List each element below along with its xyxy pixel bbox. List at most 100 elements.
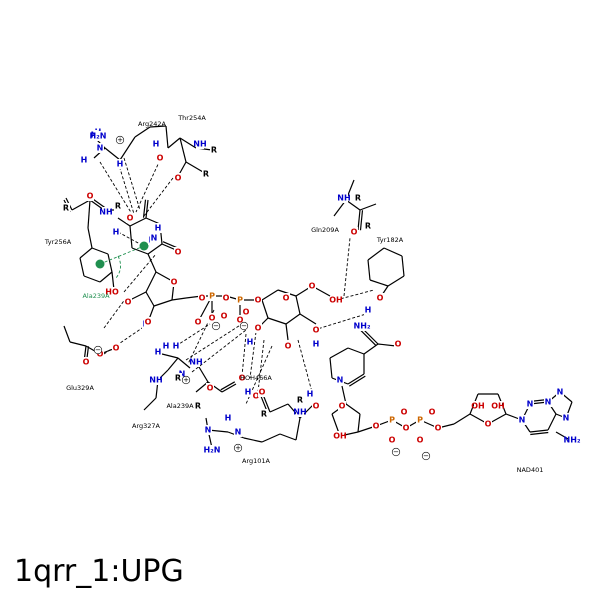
charge-minus: − — [95, 346, 101, 354]
charge-plus: + — [183, 376, 189, 384]
atom-o: O — [199, 294, 206, 303]
atom-p: P — [237, 296, 243, 305]
atom-nh2: NH₂ — [564, 436, 581, 445]
atom-n: N — [519, 416, 526, 425]
atom-r: R — [195, 402, 201, 411]
atom-h: H — [245, 388, 252, 397]
atom-h: H — [155, 224, 162, 233]
atom-o: O — [283, 294, 290, 303]
atom-nh: NH — [337, 194, 350, 203]
atom-n: N — [527, 400, 534, 409]
atom-h: H — [155, 348, 162, 357]
hydrogen-bonds — [99, 157, 375, 405]
atom-o: O — [175, 248, 182, 257]
atom-nh: NH — [149, 376, 162, 385]
atom-h: H — [153, 140, 160, 149]
atom-nh2: H₂N — [204, 446, 221, 455]
atom-o: O — [485, 420, 492, 429]
atom-nh2: H₂N — [90, 132, 107, 141]
atom-r: R — [175, 374, 181, 383]
atom-o: O — [125, 298, 132, 307]
atom-labels: NHHHNH₂NOHONHRRORNHRHHOONOHNOOPOPOOOOOOO… — [62, 127, 581, 461]
residue-label-thr254: Thr254A — [177, 114, 206, 122]
atom-h: H — [81, 156, 88, 165]
atom-o: O — [403, 424, 410, 433]
atom-n: N — [557, 388, 564, 397]
atom-o: O — [255, 324, 262, 333]
atom-o: O — [223, 294, 230, 303]
charge-minus: − — [213, 322, 219, 330]
atom-n: N — [205, 426, 212, 435]
atom-o: O — [339, 402, 346, 411]
atom-oh: OH — [471, 402, 485, 411]
residue-label-tyr256: Tyr256A — [44, 238, 72, 246]
atom-r: R — [63, 204, 69, 213]
atom-o: O — [243, 308, 250, 317]
atom-o: O — [195, 318, 202, 327]
atom-p: P — [389, 416, 395, 425]
atom-o: O — [127, 214, 134, 223]
atom-h: H — [365, 306, 372, 315]
residue-label-hoh466: HOH466A — [240, 374, 272, 382]
atom-o: O — [175, 174, 182, 183]
atom-n: N — [545, 398, 552, 407]
atom-n: N — [337, 376, 344, 385]
atom-o: O — [309, 282, 316, 291]
atom-o: O — [253, 392, 260, 401]
atom-o: O — [389, 436, 396, 445]
atom-o: O — [313, 402, 320, 411]
atom-nh: NH — [293, 408, 306, 417]
atom-h: H — [313, 340, 320, 349]
residue-label-arg327: Arg327A — [132, 422, 161, 430]
atom-n: N — [563, 414, 570, 423]
residue-label-tyr182: Tyr182A — [376, 236, 404, 244]
atom-o: O — [171, 278, 178, 287]
residue-label-nad401: NAD401 — [517, 466, 544, 474]
atom-h: H — [163, 342, 170, 351]
atom-o: O — [113, 344, 120, 353]
atom-o: O — [377, 294, 384, 303]
atom-h: H — [225, 414, 232, 423]
page-title: 1qrr_1:UPG — [14, 554, 184, 589]
atom-p: P — [417, 416, 423, 425]
atom-nh: NH — [189, 358, 202, 367]
atom-o: O — [97, 350, 104, 359]
residue-label-ala239: Ala239A — [166, 402, 194, 410]
atom-r: R — [261, 410, 267, 419]
atom-n: N — [151, 234, 158, 243]
atom-o: O — [145, 318, 152, 327]
residue-label-arg101: Arg101A — [242, 457, 271, 465]
atom-o: O — [313, 326, 320, 335]
atom-nh2: NH₂ — [354, 322, 371, 331]
charge-minus: − — [393, 448, 399, 456]
charge-plus: + — [235, 444, 241, 452]
atom-h: H — [247, 338, 254, 347]
residue-label-gln209: Gln209A — [311, 226, 339, 234]
atom-r: R — [203, 170, 209, 179]
atom-n: N — [235, 428, 242, 437]
atom-o: O — [237, 316, 244, 325]
atom-o: O — [221, 312, 228, 321]
atom-r: R — [115, 202, 121, 211]
atom-r: R — [355, 194, 361, 203]
atom-o: O — [255, 296, 262, 305]
atom-o: O — [87, 192, 94, 201]
atom-o: O — [157, 154, 164, 163]
residue-label-arg242: Arg242A — [138, 120, 167, 128]
atom-o: O — [83, 358, 90, 367]
atom-h: H — [307, 390, 314, 399]
atom-h: H — [117, 160, 124, 169]
pi-centroid-uracil — [139, 241, 149, 251]
atom-o: O — [435, 424, 442, 433]
atom-o: O — [285, 342, 292, 351]
atom-o: O — [239, 374, 246, 383]
atom-r: R — [297, 396, 303, 405]
interaction-markers — [95, 241, 149, 279]
atom-o: O — [395, 340, 402, 349]
residue-labels: Arg242AThr254ATyr256AAla239AGlu329AArg32… — [44, 114, 544, 474]
atom-oh: OH — [333, 432, 347, 441]
charge-minus: − — [241, 322, 247, 330]
atom-r: R — [365, 222, 371, 231]
atom-h: H — [173, 342, 180, 351]
